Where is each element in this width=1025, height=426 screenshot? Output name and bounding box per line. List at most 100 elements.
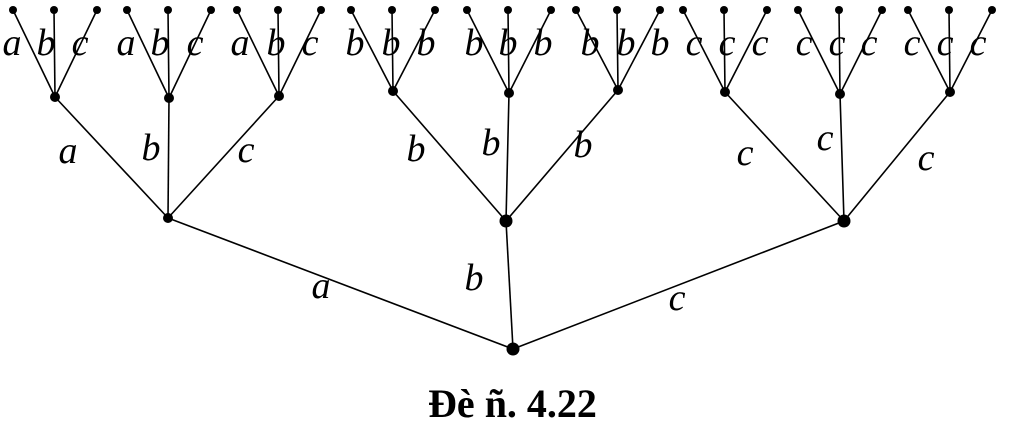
edge-leaf-6-0	[682, 9, 726, 93]
edge-leaf-5-0	[575, 9, 619, 91]
tree-nodes	[9, 6, 996, 356]
leaf-node	[794, 6, 802, 14]
edge-leaf-4-1	[507, 9, 510, 94]
edge-leaf-7-0	[797, 9, 841, 95]
leaf-node	[656, 6, 664, 14]
leaf-label-7-1: c	[829, 22, 846, 64]
leaf-node	[274, 6, 282, 14]
leaf-label-0-2: c	[72, 22, 89, 64]
leaf-node	[164, 6, 172, 14]
leaf-label-4-1: b	[499, 22, 518, 64]
leaf-label-6-2: c	[752, 22, 769, 64]
leaf-label-3-0: b	[346, 22, 365, 64]
edge-l1-1-0	[392, 90, 507, 222]
leaf-node	[679, 6, 687, 14]
level1-node	[499, 214, 513, 228]
edge-l1-2-2	[843, 91, 951, 222]
leaf-node	[763, 6, 771, 14]
edge-leaf-0-1	[53, 9, 56, 98]
leaf-node	[388, 6, 396, 14]
level2-node	[274, 91, 284, 101]
leaf-node	[572, 6, 580, 14]
level1-node	[163, 213, 173, 223]
figure-caption: Đè ñ. 4.22	[428, 381, 597, 426]
edge-label-root-2: c	[669, 277, 686, 319]
edge-leaf-8-2	[949, 9, 993, 93]
leaf-label-7-0: c	[796, 22, 813, 64]
edge-root-2	[512, 220, 845, 350]
edge-leaf-2-0	[236, 9, 280, 97]
leaf-node	[463, 6, 471, 14]
edge-leaf-1-2	[168, 9, 212, 99]
level2-node	[164, 93, 174, 103]
edge-leaf-3-2	[392, 9, 436, 92]
edge-leaf-3-1	[391, 9, 394, 92]
leaf-node	[347, 6, 355, 14]
leaf-node	[988, 6, 996, 14]
edge-l1-2-0	[724, 91, 845, 222]
edge-l1-0-1	[167, 97, 170, 219]
level2-node	[720, 87, 730, 97]
level2-node	[835, 89, 845, 99]
edge-label-root-0: a	[312, 265, 331, 307]
leaf-node	[317, 6, 325, 14]
level2-node	[504, 88, 514, 98]
edge-leaf-7-1	[838, 9, 841, 95]
edge-label-l1-2-0: c	[737, 132, 754, 174]
leaf-node	[878, 6, 886, 14]
edge-l1-2-1	[839, 93, 845, 222]
leaf-label-4-2: b	[534, 22, 553, 64]
level2-node	[613, 85, 623, 95]
leaf-label-8-2: c	[970, 22, 987, 64]
edge-leaf-5-1	[616, 9, 619, 91]
leaf-node	[835, 6, 843, 14]
edge-label-l1-0-1: b	[142, 127, 161, 169]
leaf-label-0-1: b	[37, 22, 56, 64]
leaf-label-6-1: c	[719, 22, 736, 64]
edge-leaf-1-1	[167, 9, 170, 99]
leaf-label-8-1: c	[937, 22, 954, 64]
leaf-label-8-0: c	[904, 22, 921, 64]
leaf-label-4-0: b	[465, 22, 484, 64]
leaf-label-5-0: b	[581, 22, 600, 64]
edge-leaf-2-2	[278, 9, 322, 97]
leaf-label-5-2: b	[651, 22, 670, 64]
leaf-label-2-1: b	[267, 22, 286, 64]
leaf-label-5-1: b	[617, 22, 636, 64]
level2-node	[945, 87, 955, 97]
edge-leaf-6-2	[724, 9, 768, 93]
leaf-label-0-0: a	[3, 22, 22, 64]
edge-leaf-4-0	[466, 9, 510, 94]
edge-leaf-5-2	[617, 9, 661, 91]
level2-node	[388, 86, 398, 96]
edge-label-l1-1-0: b	[407, 128, 426, 170]
leaf-label-2-0: a	[231, 22, 250, 64]
edge-label-l1-2-2: c	[918, 137, 935, 179]
leaf-node	[123, 6, 131, 14]
edge-l1-1-2	[505, 89, 619, 222]
leaf-node	[613, 6, 621, 14]
edge-leaf-3-0	[350, 9, 394, 92]
leaf-label-2-2: c	[302, 22, 319, 64]
edge-leaf-2-1	[277, 9, 280, 97]
tree-edges	[12, 9, 993, 350]
leaf-node	[93, 6, 101, 14]
leaf-node	[431, 6, 439, 14]
level2-node	[50, 92, 60, 102]
edge-l1-0-2	[167, 95, 280, 219]
leaf-node	[9, 6, 17, 14]
leaf-node	[233, 6, 241, 14]
leaf-node	[720, 6, 728, 14]
edge-leaf-4-2	[508, 9, 552, 94]
edge-leaf-6-1	[723, 9, 726, 93]
leaf-label-3-2: b	[417, 22, 436, 64]
leaf-node	[547, 6, 555, 14]
leaf-node	[904, 6, 912, 14]
edge-leaf-8-1	[948, 9, 951, 93]
edge-leaf-0-0	[12, 9, 56, 98]
edge-l1-1-1	[505, 92, 510, 222]
edge-leaf-8-0	[907, 9, 951, 93]
edge-label-l1-2-1: c	[817, 117, 834, 159]
leaf-label-1-0: a	[117, 22, 136, 64]
